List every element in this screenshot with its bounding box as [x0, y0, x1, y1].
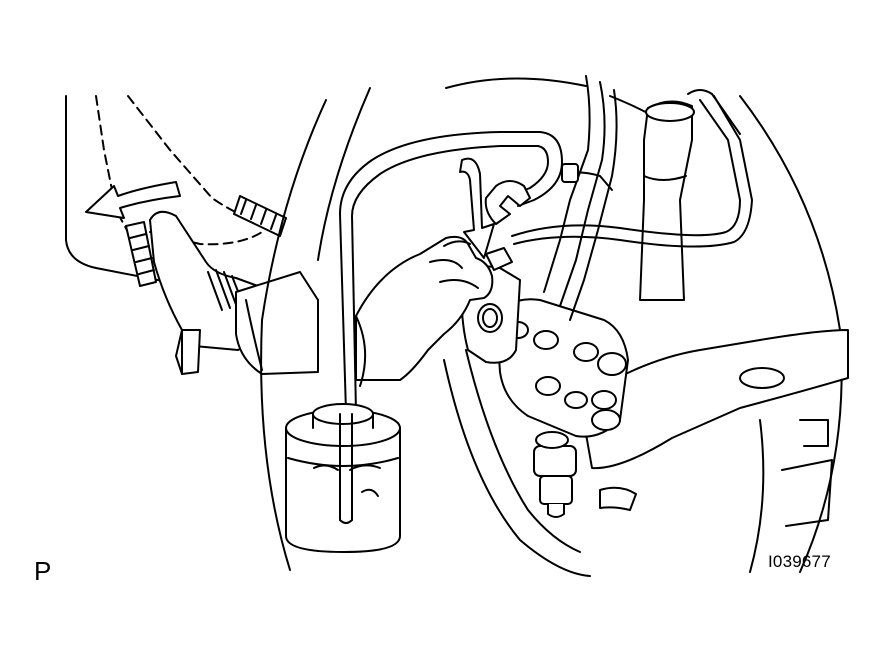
wheel-assembly: [261, 78, 848, 576]
subframe: [782, 420, 832, 526]
lower-arm: [580, 330, 848, 468]
pedal-pad-released: [234, 196, 286, 236]
brake-pipe-left-2: [560, 82, 605, 306]
fluid-ripple-1: [314, 465, 338, 470]
brake-hoses: [512, 76, 752, 320]
tire-inner-arc: [318, 88, 370, 260]
figure-id: I039677: [768, 552, 831, 571]
jar-lid-side: [313, 414, 373, 428]
trouser-leg: [236, 272, 318, 374]
pedal-arm-dashed: [96, 96, 128, 232]
rotor-arc-lower: [444, 360, 590, 576]
fluid-bubble: [362, 490, 378, 496]
shoe: [150, 212, 262, 374]
pedal-arm-dashed-3: [150, 232, 262, 244]
jar-lid: [313, 404, 373, 424]
hand-thumb: [444, 241, 470, 246]
brake-pipe-left: [544, 76, 590, 292]
pedal-pad-pressed: [126, 222, 156, 286]
hub-bolts: [508, 322, 626, 430]
tire-outer-arc-left: [261, 100, 326, 570]
brake-hose-main-2: [514, 96, 752, 247]
bleeder-loosen-arrow-icon: [460, 159, 494, 258]
pedal-inset: [66, 96, 318, 374]
tube-end: [340, 520, 352, 523]
pedal-arm-dashed-2: [128, 96, 258, 222]
shock-absorber: [640, 101, 692, 300]
hand: [356, 237, 492, 386]
bleeder-plug: [486, 248, 512, 270]
jar-body: [286, 428, 400, 552]
fluid-surface: [288, 458, 398, 466]
vinyl-tube-outer: [340, 132, 562, 412]
caliper-piston-hole-inner: [483, 309, 497, 327]
fluid-container: [286, 404, 400, 552]
rotor-arc-outer: [446, 78, 668, 126]
brake-hose-main: [512, 100, 740, 236]
rotor-arc-lower-inner: [466, 350, 580, 552]
hose-to-top: [688, 90, 740, 134]
view-label: P: [34, 556, 52, 586]
ball-joint: [534, 432, 636, 517]
shoe-heel: [182, 330, 200, 374]
hose-clip: [562, 164, 578, 182]
wrench: [486, 181, 530, 224]
brake-pipe-left-3: [570, 90, 617, 320]
hand-outline: [356, 237, 492, 380]
bleeder-hose: [340, 132, 562, 412]
brake-pedal-press-arrow-icon: [86, 182, 180, 218]
vinyl-tube-inner: [352, 146, 548, 412]
tire-right-inner-arc: [750, 420, 763, 572]
lower-arm-hole: [740, 368, 784, 388]
sleeve-edge: [356, 316, 365, 386]
shock-top: [646, 103, 694, 121]
strut-body: [644, 176, 686, 180]
caliper-piston-hole: [478, 304, 502, 332]
hand-finger-2: [440, 280, 478, 288]
hand-finger-1: [430, 260, 462, 268]
